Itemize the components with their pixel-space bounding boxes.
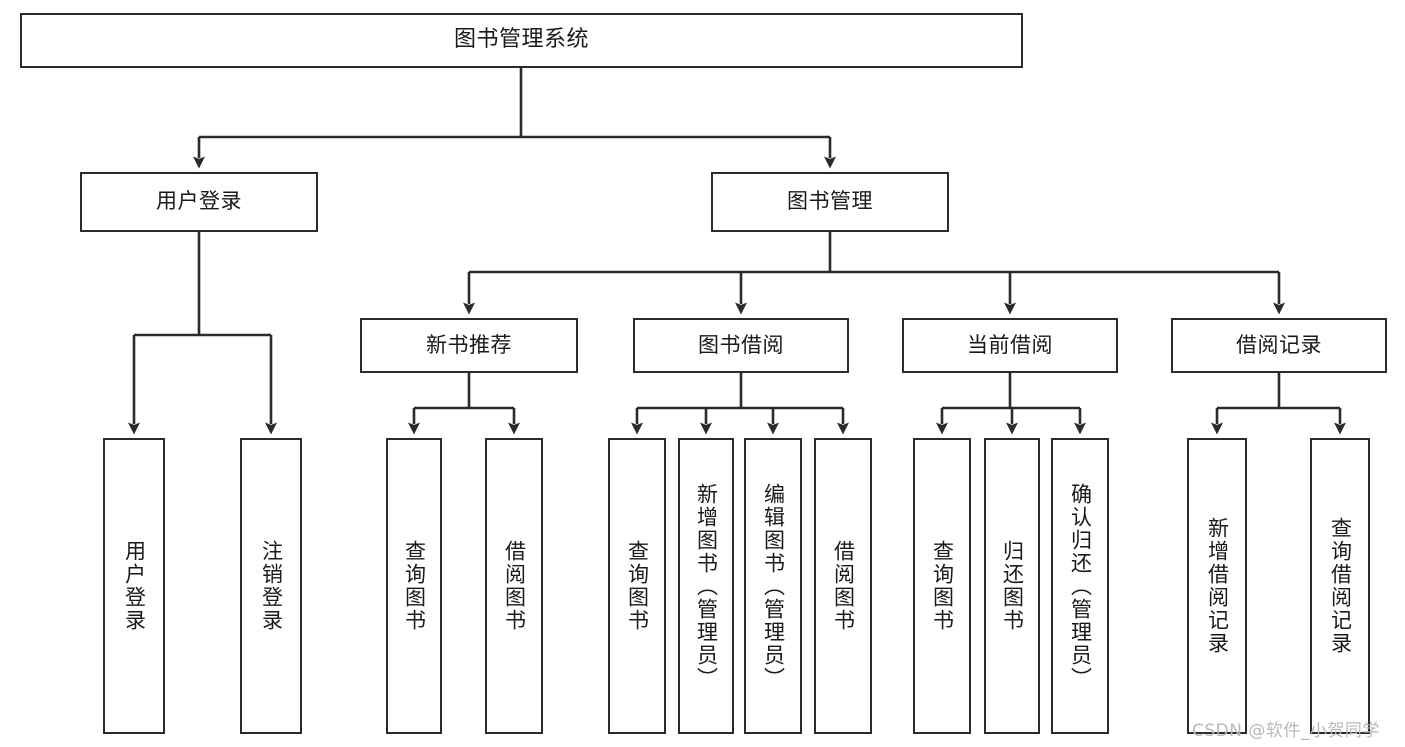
leaf-edit-book-admin[interactable]: 编辑图书（管理员） — [744, 438, 802, 734]
node-current-borrow[interactable]: 当前借阅 — [902, 318, 1118, 373]
leaf-label: 查询借阅记录 — [1328, 517, 1353, 655]
node-book-borrow-label: 图书借阅 — [698, 332, 784, 357]
leaf-borrow-book-newbook[interactable]: 借阅图书 — [485, 438, 543, 734]
leaf-label: 归还图书 — [1000, 540, 1025, 632]
node-borrow-records[interactable]: 借阅记录 — [1171, 318, 1387, 373]
leaf-label: 新增借阅记录 — [1205, 517, 1230, 655]
node-user-login-label: 用户登录 — [156, 189, 242, 214]
leaf-label: 确认归还（管理员） — [1068, 482, 1093, 690]
node-root-label: 图书管理系统 — [453, 27, 589, 53]
node-current-borrow-label: 当前借阅 — [967, 332, 1053, 357]
leaf-label: 借阅图书 — [502, 540, 527, 632]
node-book-management[interactable]: 图书管理 — [711, 172, 949, 232]
leaf-logout[interactable]: 注销登录 — [240, 438, 302, 734]
node-new-book-recommend-label: 新书推荐 — [426, 332, 512, 357]
leaf-query-borrow-record[interactable]: 查询借阅记录 — [1310, 438, 1370, 734]
node-book-borrow[interactable]: 图书借阅 — [633, 318, 849, 373]
node-new-book-recommend[interactable]: 新书推荐 — [360, 318, 578, 373]
leaf-query-book-newbook[interactable]: 查询图书 — [386, 438, 442, 734]
node-book-management-label: 图书管理 — [787, 189, 873, 214]
leaf-label: 查询图书 — [625, 540, 650, 632]
leaf-return-book[interactable]: 归还图书 — [984, 438, 1040, 734]
leaf-label: 新增图书（管理员） — [694, 482, 719, 690]
leaf-label: 注销登录 — [259, 540, 284, 632]
leaf-label: 借阅图书 — [831, 540, 856, 632]
leaf-add-borrow-record[interactable]: 新增借阅记录 — [1187, 438, 1247, 734]
leaf-confirm-return-admin[interactable]: 确认归还（管理员） — [1051, 438, 1109, 734]
leaf-label: 用户登录 — [122, 540, 147, 632]
node-user-login[interactable]: 用户登录 — [80, 172, 318, 232]
leaf-borrow-book[interactable]: 借阅图书 — [814, 438, 872, 734]
leaf-user-login[interactable]: 用户登录 — [103, 438, 165, 734]
leaf-label: 查询图书 — [930, 540, 955, 632]
leaf-label: 编辑图书（管理员） — [761, 482, 786, 690]
leaf-query-book-current[interactable]: 查询图书 — [913, 438, 971, 734]
node-borrow-records-label: 借阅记录 — [1236, 332, 1322, 357]
leaf-label: 查询图书 — [402, 540, 427, 632]
leaf-query-book-borrow[interactable]: 查询图书 — [608, 438, 666, 734]
leaf-add-book-admin[interactable]: 新增图书（管理员） — [678, 438, 734, 734]
node-root[interactable]: 图书管理系统 — [20, 13, 1023, 68]
